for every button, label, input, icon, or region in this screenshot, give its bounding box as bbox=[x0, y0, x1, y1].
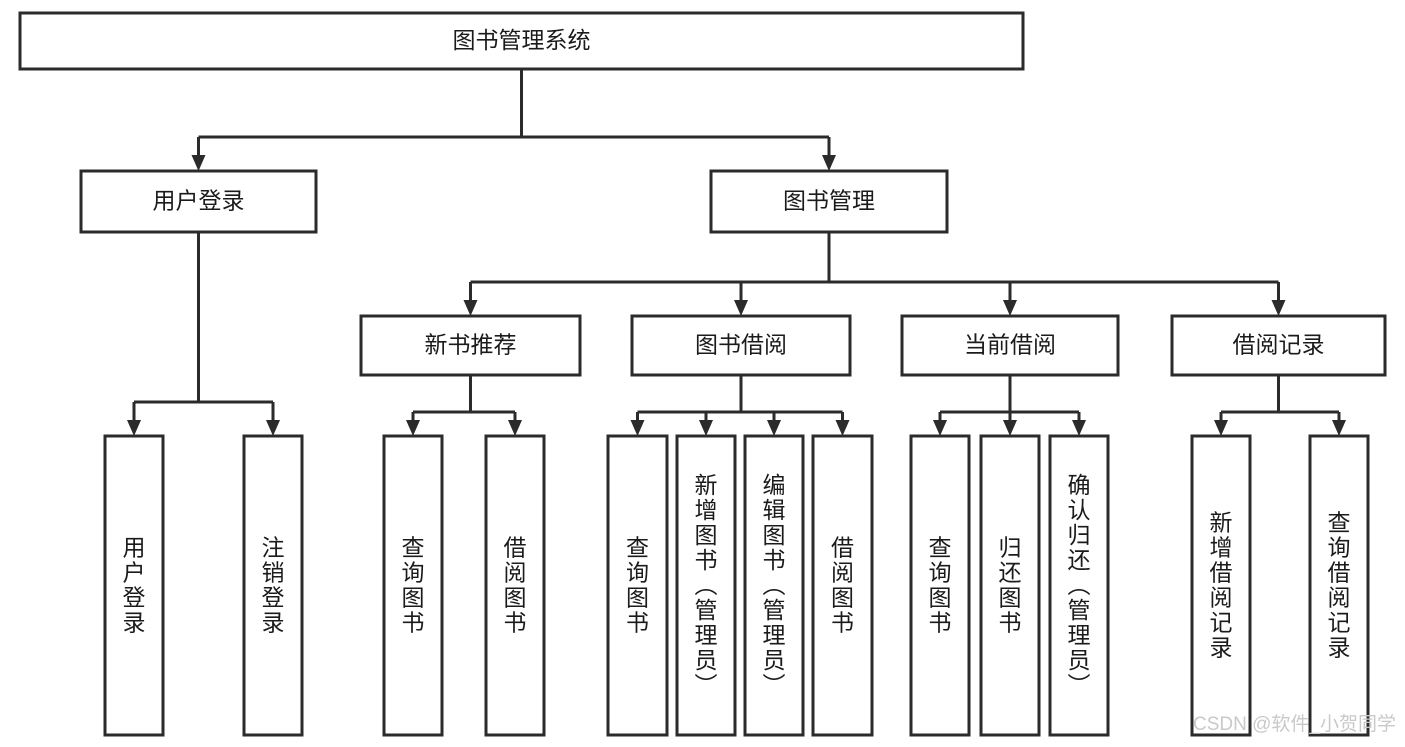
edge-root-to-level2 bbox=[191, 69, 836, 171]
arrow-head-icon bbox=[699, 420, 713, 436]
node-box-new-book-recommend bbox=[359, 314, 582, 377]
arrow-head-icon bbox=[1003, 420, 1017, 436]
arrow-head-icon bbox=[933, 420, 947, 436]
node-box-leaf-query-book-current bbox=[909, 434, 971, 737]
arrow-head-icon bbox=[191, 155, 206, 171]
edge-book-borrow-to-leaves bbox=[630, 375, 850, 436]
node-current-borrow[interactable]: 当前借阅 bbox=[900, 314, 1120, 377]
node-label-user-login: 用户登录 bbox=[153, 188, 245, 214]
node-label-leaf-query-book-current: 查询图书 bbox=[929, 535, 952, 636]
edge-new-book-recommend-to-leaves bbox=[406, 375, 522, 436]
node-label-current-borrow: 当前借阅 bbox=[964, 332, 1056, 358]
node-box-leaf-edit-book bbox=[743, 434, 805, 737]
node-box-leaf-query-book-borrow bbox=[606, 434, 669, 737]
arrow-head-icon bbox=[508, 420, 522, 436]
node-label-leaf-user-login: 用户登录 bbox=[123, 535, 146, 636]
node-leaf-add-borrow-record[interactable]: 新增借阅记录 bbox=[1190, 434, 1252, 737]
node-layer: 图书管理系统用户登录图书管理新书推荐图书借阅当前借阅借阅记录用户登录注销登录查询… bbox=[18, 11, 1387, 737]
watermark-text: CSDN @软件_小贺同学 bbox=[1193, 713, 1396, 735]
node-box-current-borrow bbox=[900, 314, 1120, 377]
node-label-new-book-recommend: 新书推荐 bbox=[425, 332, 517, 358]
node-label-borrow-record: 借阅记录 bbox=[1233, 332, 1325, 358]
node-label-root: 图书管理系统 bbox=[453, 27, 591, 53]
node-label-book-borrow: 图书借阅 bbox=[695, 332, 787, 358]
node-book-management[interactable]: 图书管理 bbox=[709, 169, 949, 234]
node-label-leaf-query-borrow-record: 查询借阅记录 bbox=[1328, 510, 1351, 661]
node-leaf-borrow-book-recommend[interactable]: 借阅图书 bbox=[484, 434, 546, 737]
node-label-leaf-return-book: 归还图书 bbox=[999, 535, 1022, 636]
node-label-leaf-add-book: 新增图书︵管理员︶ bbox=[695, 472, 718, 698]
node-box-leaf-user-login bbox=[103, 434, 165, 737]
node-label-leaf-logout: 注销登录 bbox=[262, 535, 285, 636]
arrow-head-icon bbox=[822, 155, 836, 171]
node-label-leaf-borrow-book: 借阅图书 bbox=[831, 535, 854, 636]
node-leaf-query-book-borrow[interactable]: 查询图书 bbox=[606, 434, 669, 737]
node-leaf-logout[interactable]: 注销登录 bbox=[242, 434, 304, 737]
node-label-leaf-borrow-book-recommend: 借阅图书 bbox=[504, 535, 527, 636]
node-box-leaf-borrow-book-recommend bbox=[484, 434, 546, 737]
node-leaf-query-book-current[interactable]: 查询图书 bbox=[909, 434, 971, 737]
arrow-head-icon bbox=[835, 420, 850, 436]
node-borrow-record[interactable]: 借阅记录 bbox=[1170, 314, 1387, 377]
node-root[interactable]: 图书管理系统 bbox=[18, 11, 1025, 71]
node-box-leaf-logout bbox=[242, 434, 304, 737]
node-label-book-management: 图书管理 bbox=[783, 188, 875, 214]
arrow-head-icon bbox=[406, 420, 420, 436]
node-label-leaf-edit-book: 编辑图书︵管理员︶ bbox=[763, 472, 786, 698]
arrow-head-icon bbox=[1332, 420, 1346, 436]
arrow-head-icon bbox=[1214, 420, 1228, 436]
arrow-head-icon bbox=[630, 420, 645, 436]
arrow-head-icon bbox=[1072, 420, 1086, 436]
arrow-head-icon bbox=[1271, 300, 1286, 316]
node-label-leaf-query-book-recommend: 查询图书 bbox=[402, 535, 425, 636]
node-label-leaf-confirm-return: 确认归还︵管理员︶ bbox=[1068, 472, 1091, 698]
node-label-leaf-query-book-borrow: 查询图书 bbox=[626, 535, 649, 636]
node-box-book-management bbox=[709, 169, 949, 234]
node-leaf-return-book[interactable]: 归还图书 bbox=[979, 434, 1041, 737]
node-box-leaf-return-book bbox=[979, 434, 1041, 737]
arrow-head-icon bbox=[127, 420, 141, 436]
node-leaf-add-book[interactable]: 新增图书︵管理员︶ bbox=[675, 434, 737, 737]
arrow-head-icon bbox=[734, 300, 748, 316]
node-leaf-borrow-book[interactable]: 借阅图书 bbox=[811, 434, 874, 737]
node-leaf-confirm-return[interactable]: 确认归还︵管理员︶ bbox=[1048, 434, 1110, 737]
node-box-user-login bbox=[79, 169, 318, 234]
arrow-head-icon bbox=[1003, 300, 1017, 316]
arrow-head-icon bbox=[266, 420, 280, 436]
node-box-leaf-add-book bbox=[675, 434, 737, 737]
node-new-book-recommend[interactable]: 新书推荐 bbox=[359, 314, 582, 377]
node-box-leaf-borrow-book bbox=[811, 434, 874, 737]
edge-current-borrow-to-leaves bbox=[933, 375, 1086, 436]
connector-layer bbox=[127, 69, 1346, 436]
node-box-leaf-add-borrow-record bbox=[1190, 434, 1252, 737]
node-box-leaf-query-borrow-record bbox=[1308, 434, 1370, 737]
node-user-login[interactable]: 用户登录 bbox=[79, 169, 318, 234]
node-label-leaf-add-borrow-record: 新增借阅记录 bbox=[1210, 510, 1233, 661]
node-box-leaf-query-book-recommend bbox=[382, 434, 444, 737]
node-box-book-borrow bbox=[630, 314, 852, 377]
node-leaf-query-borrow-record[interactable]: 查询借阅记录 bbox=[1308, 434, 1370, 737]
node-book-borrow[interactable]: 图书借阅 bbox=[630, 314, 852, 377]
node-leaf-edit-book[interactable]: 编辑图书︵管理员︶ bbox=[743, 434, 805, 737]
node-box-borrow-record bbox=[1170, 314, 1387, 377]
node-box-root bbox=[18, 11, 1025, 71]
arrow-head-icon bbox=[463, 300, 478, 316]
node-leaf-user-login[interactable]: 用户登录 bbox=[103, 434, 165, 737]
edge-borrow-record-to-leaves bbox=[1214, 375, 1346, 436]
node-leaf-query-book-recommend[interactable]: 查询图书 bbox=[382, 434, 444, 737]
edge-user-login-to-leaves bbox=[127, 232, 280, 436]
edge-book-management-to-level3 bbox=[463, 232, 1286, 316]
arrow-head-icon bbox=[767, 420, 781, 436]
node-box-leaf-confirm-return bbox=[1048, 434, 1110, 737]
